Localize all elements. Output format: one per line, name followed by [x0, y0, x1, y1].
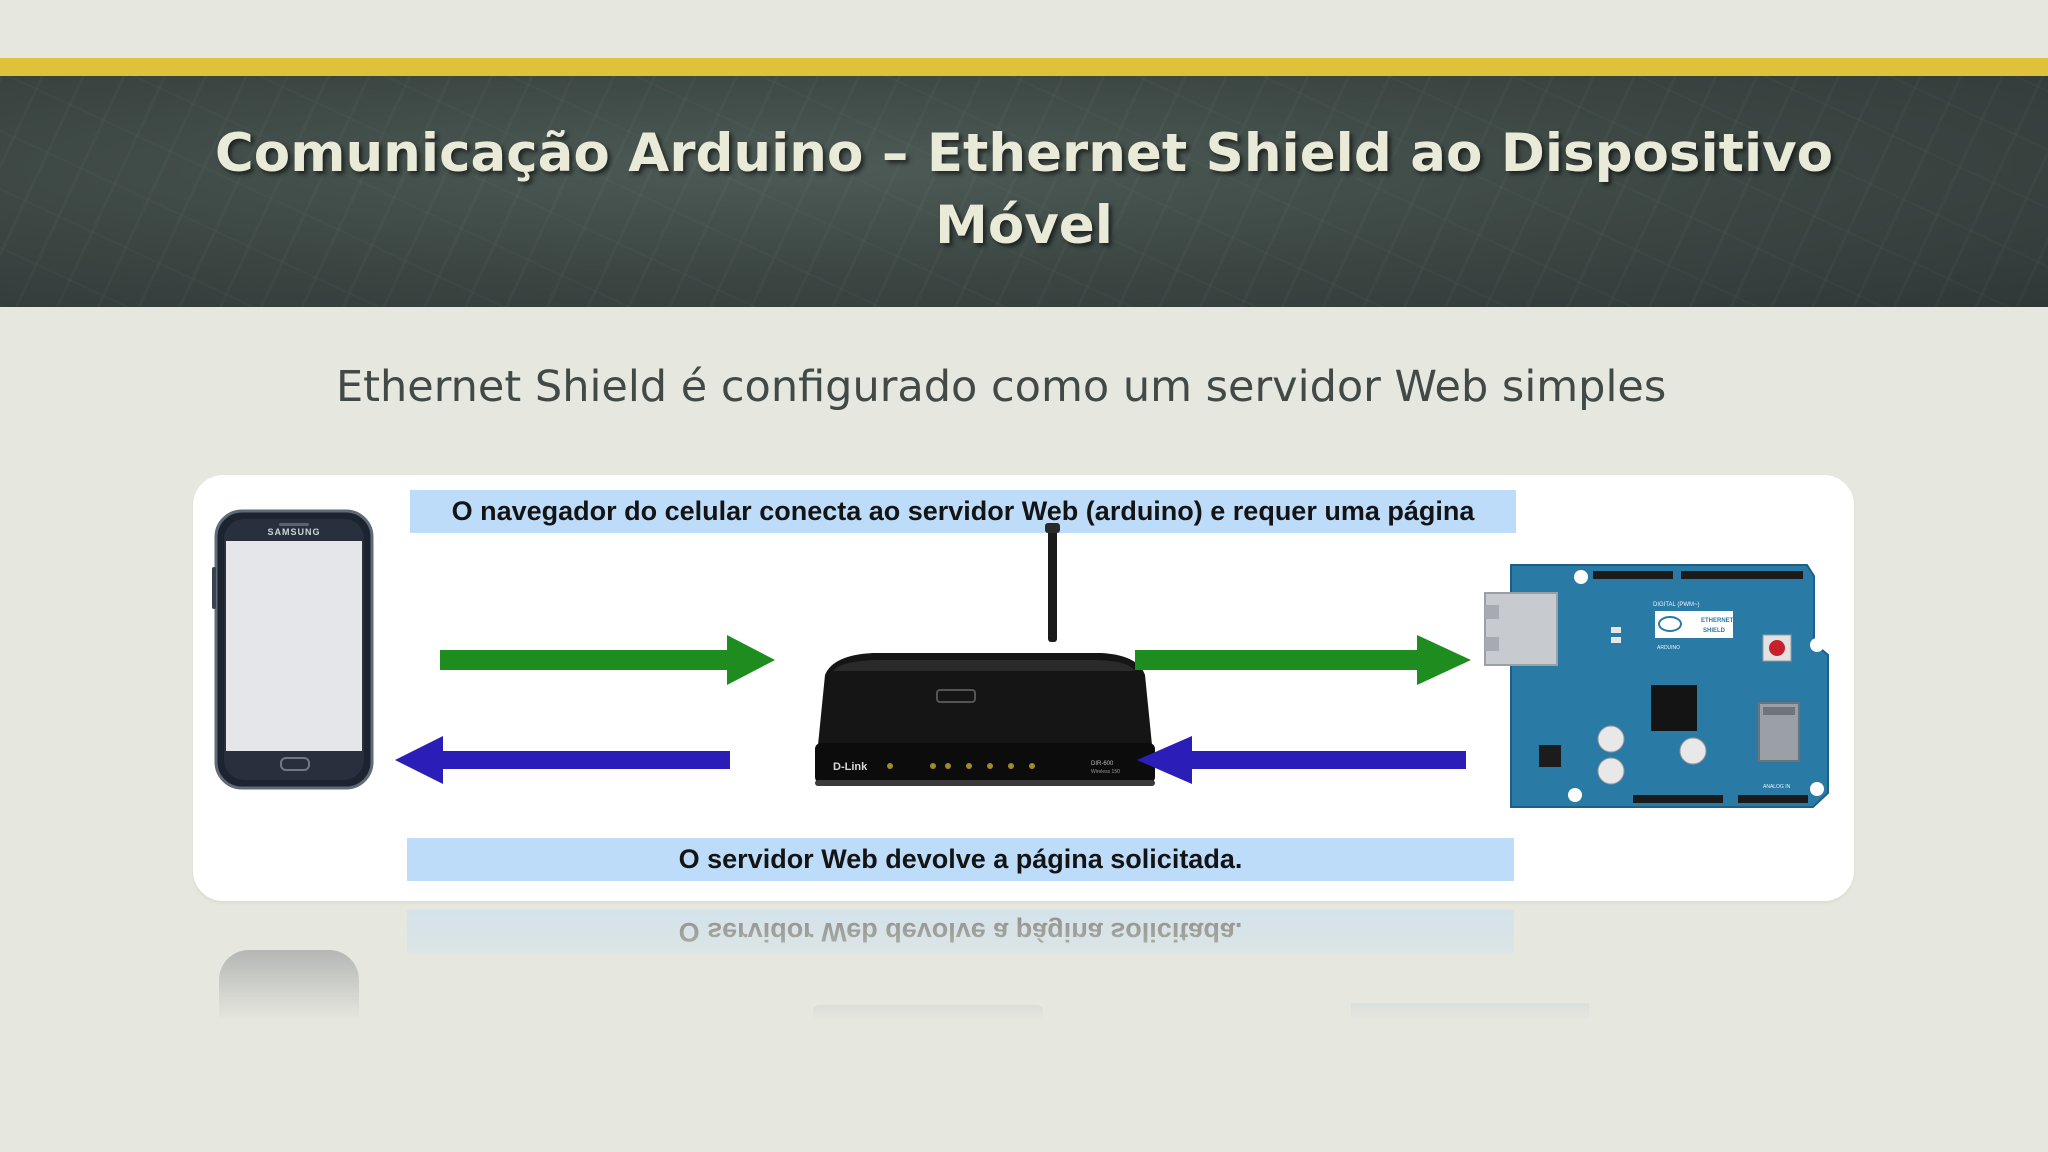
router-sub: Wireless 150 — [1091, 769, 1120, 775]
shield-label-2: SHIELD — [1703, 628, 1726, 634]
shield-version: DIGITAL (PWM~) — [1653, 602, 1700, 608]
reflection-router — [813, 1005, 1043, 1020]
response-arrow-left — [395, 736, 730, 784]
router-icon: D-Link DIR-600 Wireless 150 — [815, 523, 1155, 786]
top-margin — [0, 0, 2048, 58]
reflection-phone — [219, 950, 359, 1020]
response-caption: O servidor Web devolve a página solicita… — [407, 838, 1514, 881]
request-arrow-right — [1135, 635, 1471, 685]
diagram-graphics: SAMSUNG D-Link — [212, 509, 1829, 808]
phone-brand: SAMSUNG — [267, 527, 320, 537]
chalkboard-texture — [0, 76, 2048, 307]
title-banner: Comunicação Arduino – Ethernet Shield ao… — [0, 76, 2048, 307]
response-arrow-right — [1137, 736, 1466, 784]
router-brand: D-Link — [833, 761, 868, 773]
reflection-board — [1351, 1003, 1589, 1020]
accent-bar — [0, 58, 2048, 76]
ethernet-shield-icon: DIGITAL (PWM~) ETHERNET SHIELD ARDUINO A… — [1484, 564, 1829, 808]
reflection-caption: O servidor Web devolve a página solicita… — [407, 910, 1514, 953]
slide-subtitle: Ethernet Shield é configurado como um se… — [336, 362, 1667, 412]
shield-analog: ANALOG IN — [1763, 784, 1791, 790]
diagram-panel: O navegador do celular conecta ao servid… — [193, 475, 1854, 901]
shield-label-1: ETHERNET — [1701, 618, 1734, 624]
shield-maker: ARDUINO — [1657, 645, 1680, 651]
request-arrow-left — [440, 635, 775, 685]
smartphone-icon: SAMSUNG — [212, 509, 374, 790]
slide-title: Comunicação Arduino – Ethernet Shield ao… — [214, 123, 1834, 256]
request-caption: O navegador do celular conecta ao servid… — [410, 490, 1516, 533]
router-model: DIR-600 — [1091, 761, 1114, 767]
diagram-reflection: O servidor Web devolve a página solicita… — [193, 905, 1854, 1020]
